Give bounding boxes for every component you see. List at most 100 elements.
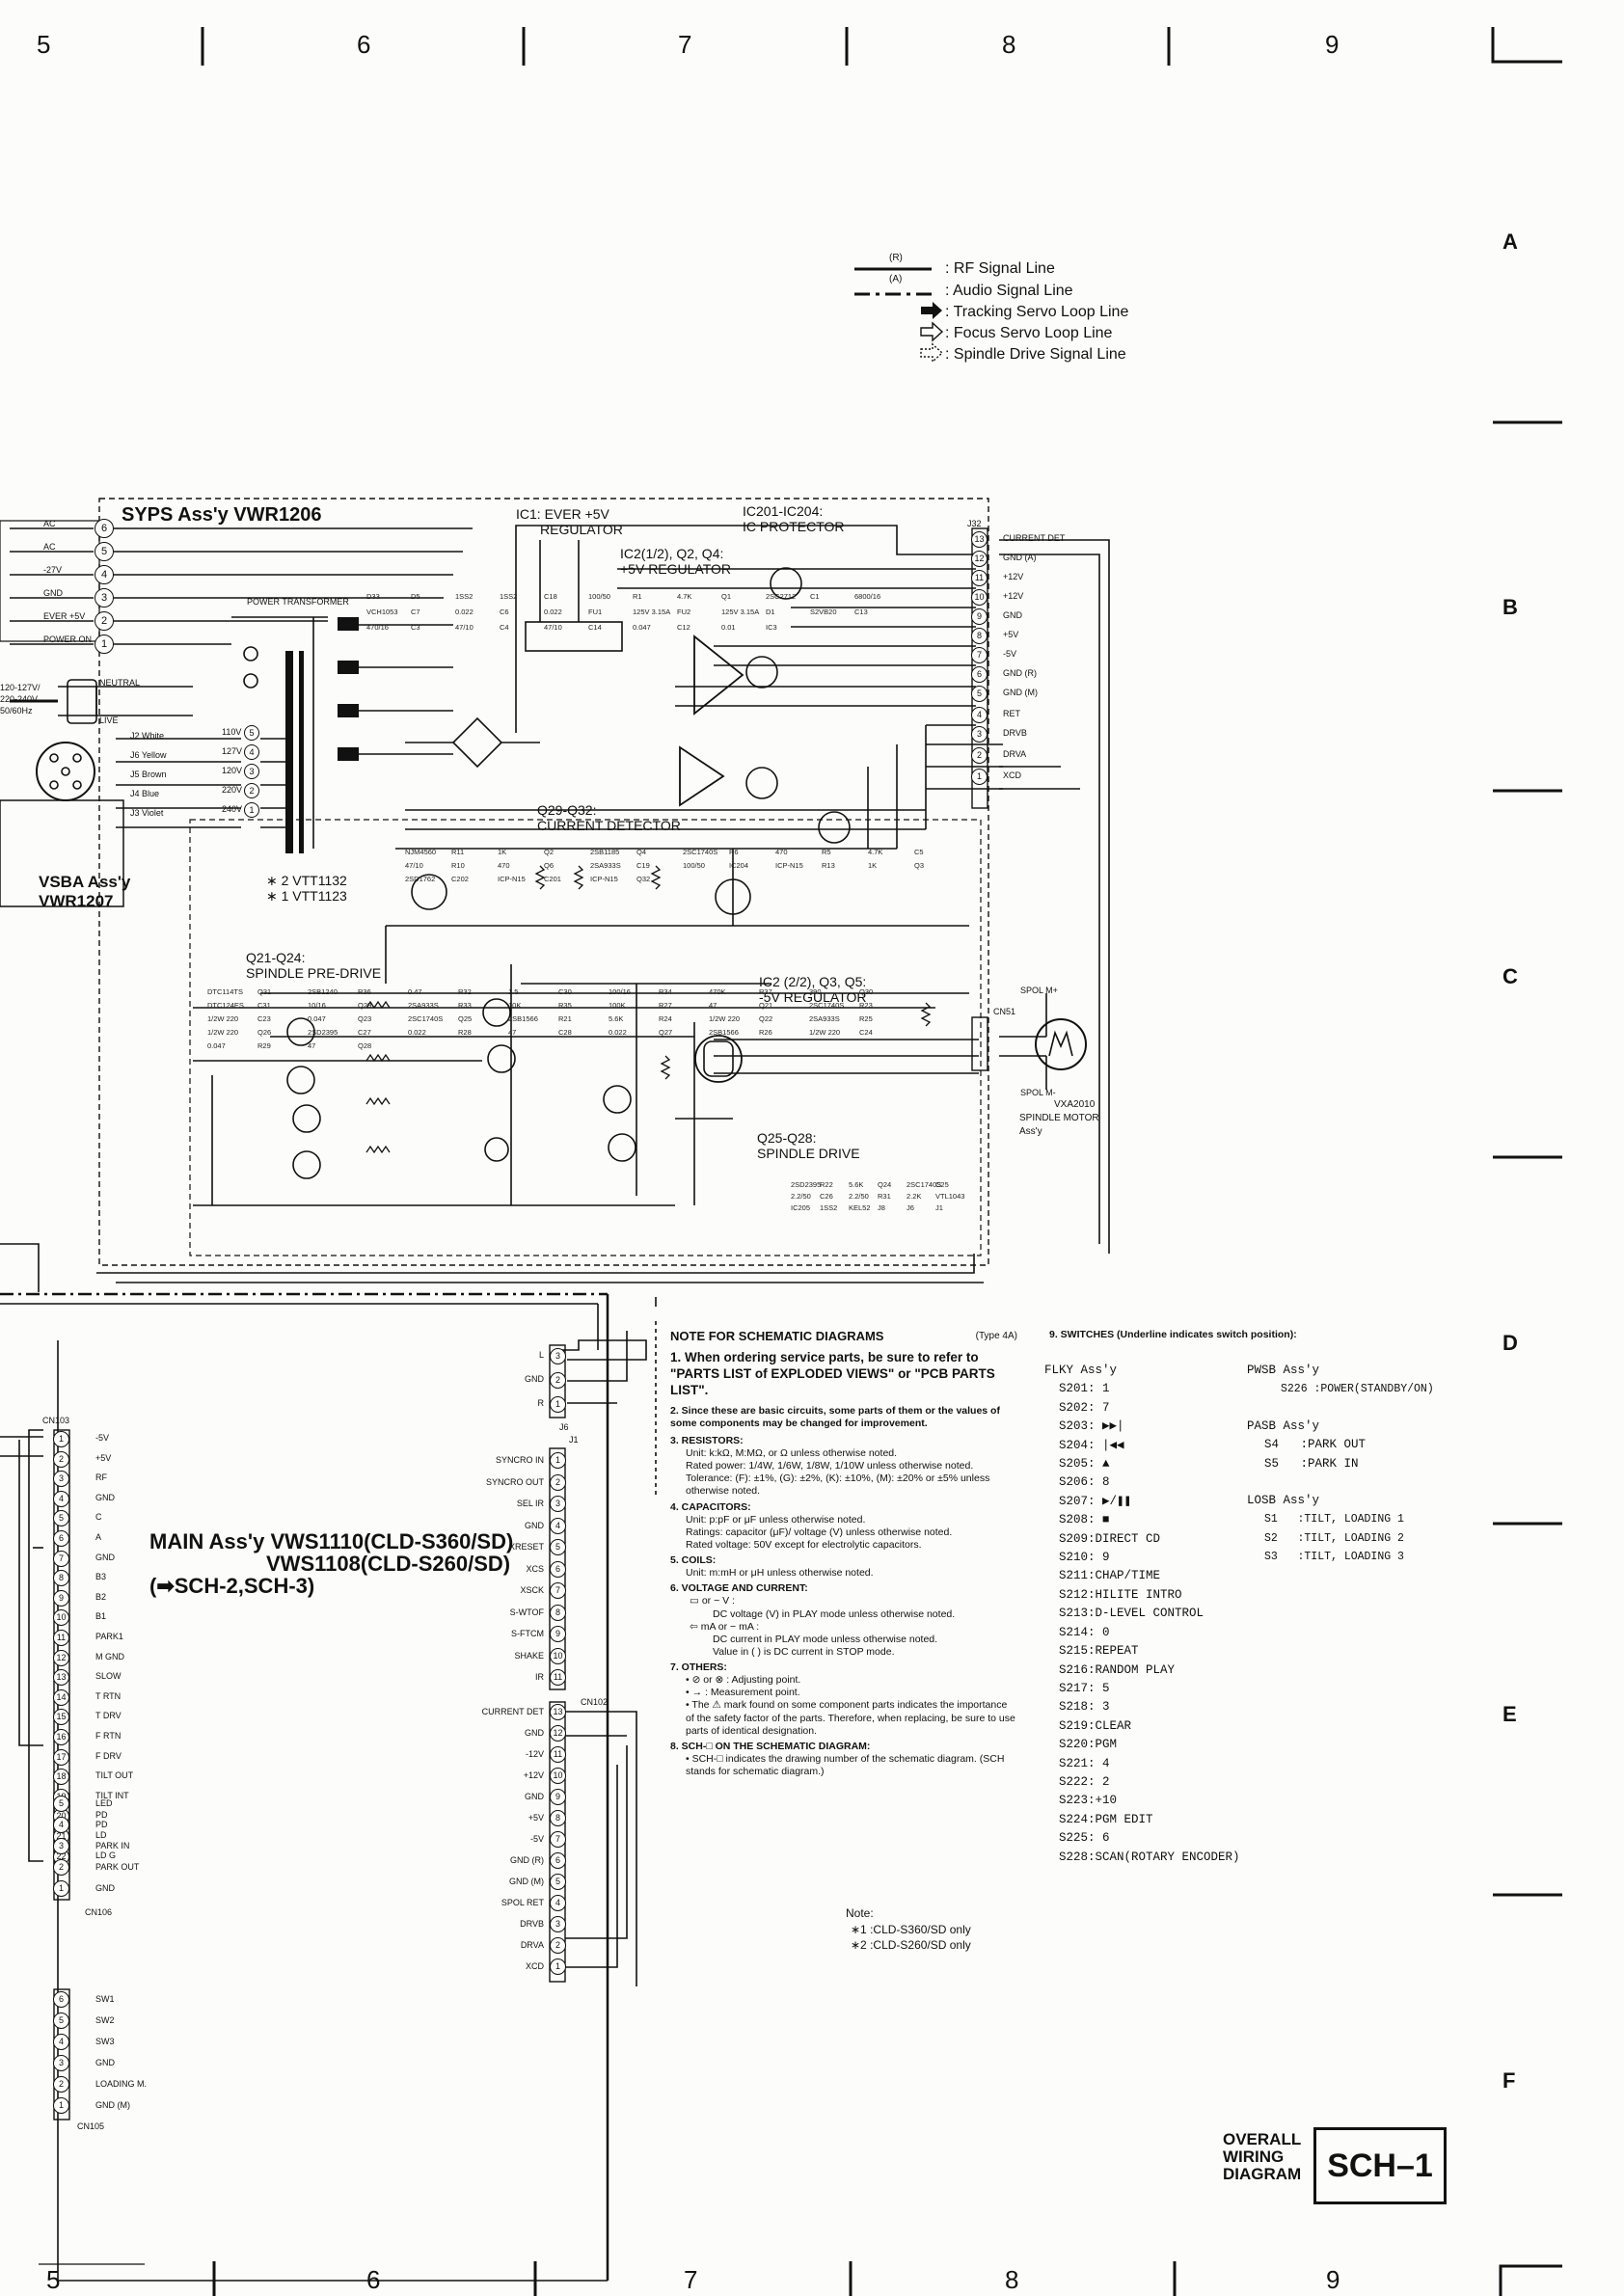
component-label: C6 xyxy=(500,608,509,616)
component-label: R32 xyxy=(458,987,472,996)
component-label: C3 xyxy=(411,623,420,632)
cn103-pin: 3 xyxy=(53,1471,69,1488)
resistor-zigzags xyxy=(365,865,932,1154)
cn103-signal-label: B2 xyxy=(95,1591,107,1602)
cn103-bus xyxy=(0,1429,43,1862)
switches-title: 9. SWITCHES (Underline indicates switch … xyxy=(1049,1329,1297,1340)
component-label: 1K xyxy=(868,861,878,870)
flky-switch-item: S213:D-LEVEL CONTROL xyxy=(1059,1607,1204,1621)
grid-row-d: D xyxy=(1502,1331,1518,1355)
syps-right-pin: 1 xyxy=(971,769,988,785)
syps-right-pin: 13 xyxy=(971,531,988,548)
component-label: 5.6K xyxy=(609,1014,624,1023)
syps-left-pin: 3 xyxy=(95,588,114,608)
j1-signal-label: IR xyxy=(535,1672,544,1682)
syps-right-label: +5V xyxy=(1003,630,1019,639)
j6-label: J6 xyxy=(559,1422,569,1432)
syps-right-pin: 7 xyxy=(971,647,988,663)
component-label: R26 xyxy=(759,1028,772,1037)
q21-label: Q21-Q24: xyxy=(246,950,306,965)
component-label: 2SA933S xyxy=(809,1014,840,1023)
component-label: 125V 3.15A xyxy=(721,608,760,616)
syps-left-label: EVER +5V xyxy=(43,611,86,621)
component-label: 47/10 xyxy=(544,623,562,632)
pwsb-switch-list: PWSB Ass'y S226 :POWER(STANDBY/ON) PASB … xyxy=(1247,1362,1434,1567)
component-label: ICP-N15 xyxy=(498,875,526,883)
main-assy-title: MAIN Ass'y VWS1110(CLD-S360/SD) xyxy=(149,1529,514,1553)
component-label: FU2 xyxy=(677,608,691,616)
component-label: 10/16 xyxy=(308,1001,326,1010)
component-label: 125V 3.15A xyxy=(633,608,671,616)
component-label: 1SS2 xyxy=(500,592,518,601)
cn103-signal-label: GND xyxy=(95,1552,115,1562)
component-label: IC205 xyxy=(791,1203,811,1212)
cn102-signal-label: GND xyxy=(525,1792,544,1801)
flky-switch-item: S212:HILITE INTRO xyxy=(1059,1587,1182,1602)
title-line-3: DIAGRAM xyxy=(1223,2165,1302,2183)
component-label: Q27 xyxy=(659,1028,673,1037)
grid-col-7-bottom: 7 xyxy=(684,2265,698,2294)
component-label: 47/10 xyxy=(405,861,423,870)
component-label: C24 xyxy=(859,1028,873,1037)
transformer-tap-label: J3 Violet xyxy=(130,808,164,818)
syps-right-label: GND (M) xyxy=(1003,688,1038,697)
cn103-signal-label: PARK1 xyxy=(95,1632,123,1641)
mains-voltage-1: 120-127V/ xyxy=(0,683,41,692)
syps-right-label: CURRENT DET xyxy=(1003,533,1066,543)
pasb-assy-label: PASB Ass'y xyxy=(1247,1418,1320,1433)
cn103-signal-label: M GND xyxy=(95,1651,124,1661)
cn51-label: CN51 xyxy=(993,1007,1016,1016)
component-label: R25 xyxy=(859,1014,873,1023)
component-label: 470K xyxy=(709,987,726,996)
component-label: 10K xyxy=(508,1001,522,1010)
cn106-pin: 5 xyxy=(53,1796,69,1812)
cn102-signal-label: -5V xyxy=(529,1834,544,1844)
cn103-signal-label: T DRV xyxy=(95,1711,122,1721)
component-label: C31 xyxy=(257,1001,271,1010)
component-label: R31 xyxy=(878,1192,891,1201)
component-label: 100/16 xyxy=(609,987,631,996)
mains-voltage-2: 220-240V xyxy=(0,694,39,704)
component-label: R5 xyxy=(822,848,831,856)
component-label: C7 xyxy=(411,608,420,616)
ic1-label: IC1: EVER +5V xyxy=(516,506,609,522)
component-label: Q4 xyxy=(636,848,647,856)
component-label: J6 xyxy=(907,1203,914,1212)
spol-minus-label: SPOL M- xyxy=(1020,1088,1056,1097)
transformer-tap-label: J4 Blue xyxy=(130,789,160,798)
cn102-pin: 3 xyxy=(550,1916,566,1932)
cn102-pin: 1 xyxy=(550,1958,566,1975)
component-label: R11 xyxy=(451,848,465,856)
grid-marks xyxy=(201,27,1562,2296)
legend-a-tag: (A) xyxy=(889,274,903,284)
grid-col-7-top: 7 xyxy=(678,30,692,59)
cn103-pin: 2 xyxy=(53,1450,69,1468)
cn103-signal-label: GND xyxy=(95,1492,115,1502)
component-label: 2.2/50 xyxy=(791,1192,811,1201)
syps-right-pin: 6 xyxy=(971,666,988,683)
ic1-label-b: REGULATOR xyxy=(540,522,623,537)
component-label: Q2 xyxy=(544,848,555,856)
component-label: Q32 xyxy=(636,875,651,883)
grid-col-6-bottom: 6 xyxy=(366,2265,381,2294)
transformer-tap-pin: 2 xyxy=(244,783,259,798)
note-3b: Rated power: 1/4W, 1/6W, 1/8W, 1/10W unl… xyxy=(686,1460,974,1472)
syps-right-pin: 5 xyxy=(971,686,988,702)
note-6d: DC current in PLAY mode unless otherwise… xyxy=(713,1633,938,1645)
spindle-motor-symbol xyxy=(1035,1018,1087,1070)
j6-pin: 1 xyxy=(550,1396,566,1413)
syps-right-label: XCD xyxy=(1003,770,1022,780)
j1-signal-label: XSCK xyxy=(520,1585,544,1595)
flky-switch-item: S204: |◀◀ xyxy=(1059,1438,1124,1452)
component-label: 2SB1185 xyxy=(590,848,620,856)
component-label: 47 xyxy=(508,1028,517,1037)
cn106-signal-label: GND xyxy=(95,1883,115,1893)
cn102-signal-label: GND xyxy=(525,1728,544,1738)
component-label: Q24 xyxy=(878,1180,892,1189)
j1-signal-label: SEL IR xyxy=(516,1499,544,1508)
j6-signal-label: L xyxy=(538,1350,544,1360)
syps-right-pin: 3 xyxy=(971,726,988,743)
cn102-pin: 5 xyxy=(550,1874,566,1890)
cn103-signal-label: A xyxy=(95,1532,102,1542)
